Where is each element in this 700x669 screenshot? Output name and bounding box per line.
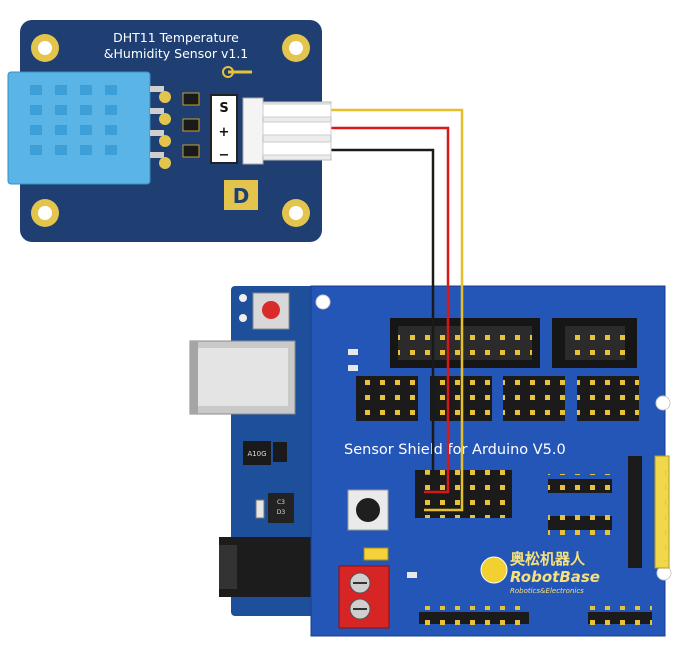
chip-a10g: A10G: [243, 441, 271, 465]
reset-button: [252, 292, 290, 330]
pin-block-signal: [415, 470, 512, 518]
arduino-board: A10G C3 D3: [189, 286, 331, 616]
brand-en: RobotBase: [510, 568, 600, 586]
bottom-header-1: [419, 606, 529, 630]
chip-a-label: A10G: [247, 450, 266, 458]
pin-block-1: [356, 376, 418, 421]
pin-plus-label: +: [219, 125, 230, 140]
vertical-header-yellow: [654, 455, 670, 569]
dfrobot-logo-icon: D: [224, 180, 258, 210]
smd-resistor: [182, 92, 200, 106]
idc-header-left: [390, 318, 540, 368]
dc-power-jack: [219, 537, 317, 597]
pin-block-4: [577, 376, 639, 421]
robotbase-logo: 奥松机器人 RobotBase Robotics&Electronics: [474, 540, 622, 596]
chip-b-label: C3: [277, 499, 285, 506]
sensor-title-line2: &Humidity Sensor v1.1: [104, 46, 249, 61]
wires: [330, 108, 464, 512]
mount-hole-bl: [31, 199, 59, 227]
mount-hole-tr: [282, 34, 310, 62]
pin-minus-label: −: [219, 148, 230, 163]
transistor: [273, 442, 287, 462]
vertical-header-black: [628, 456, 642, 568]
dht11-sensor-body: [7, 71, 164, 185]
screw-terminal: [338, 565, 390, 629]
chip-c-label: D3: [277, 509, 286, 516]
pin-s-label: S: [219, 101, 228, 116]
smd-led: [182, 144, 200, 158]
mount-hole-tl: [31, 34, 59, 62]
idc-header-right: [552, 318, 637, 368]
wire-gnd: [330, 148, 435, 478]
header-4pin-2: [548, 511, 612, 535]
mount-hole-br: [282, 199, 310, 227]
jumper: [363, 547, 389, 561]
brand-cn: 奥松机器人: [510, 550, 586, 568]
bottom-header-2: [588, 606, 652, 630]
dht11-module: DHT11 Temperature &Humidity Sensor v1.1: [7, 20, 332, 242]
smd-cap: [182, 118, 200, 132]
shield-reset-button: [347, 489, 389, 531]
solder-pads: [159, 91, 171, 169]
header-4pin-1: [548, 474, 612, 498]
jst-connector: [242, 97, 332, 165]
logo-letter: D: [233, 184, 250, 208]
wire-signal: [330, 108, 464, 512]
sensor-pin-header: S + −: [210, 94, 238, 164]
shield-title: Sensor Shield for Arduino V5.0: [344, 442, 566, 458]
usb-connector: [189, 340, 296, 415]
brand-sub: Robotics&Electronics: [510, 587, 584, 595]
wire-vcc: [330, 126, 450, 494]
chip-regulator: C3 D3: [268, 493, 294, 523]
capacitor: [255, 499, 265, 519]
thermometer-icon: [222, 66, 252, 78]
sensor-title-line1: DHT11 Temperature: [113, 30, 239, 45]
sensor-shield: Sensor Shield for Arduino V5.0: [310, 285, 672, 637]
pin-block-3: [503, 376, 565, 421]
